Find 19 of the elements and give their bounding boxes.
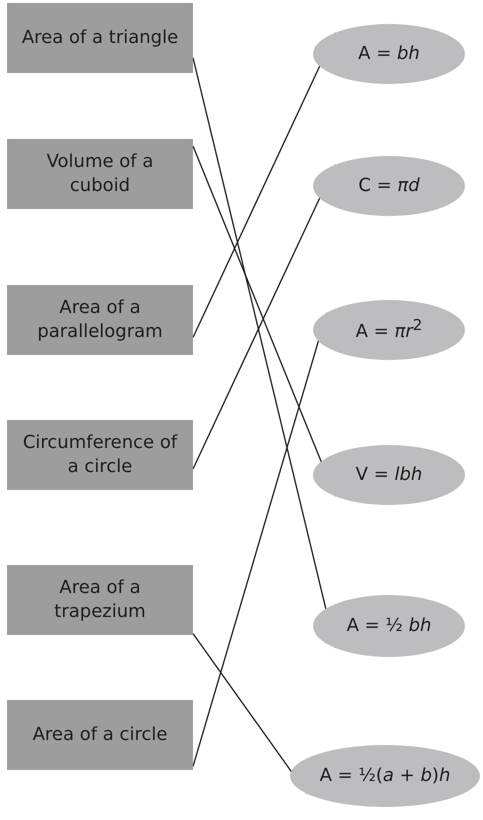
term-box bbox=[7, 700, 193, 770]
term-text: Area of a parallelogram bbox=[36, 296, 164, 344]
formula-text: A = πr$^{2}$ bbox=[356, 315, 422, 344]
term-text: Circumference of a circle bbox=[22, 430, 178, 479]
term-box bbox=[7, 139, 193, 209]
term-box bbox=[7, 420, 193, 490]
formula-text: V = lbh bbox=[356, 462, 422, 487]
term-text: Volume of a cuboid bbox=[46, 150, 154, 198]
term-text: Area of a triangle bbox=[22, 26, 178, 50]
formula-text: A = ½ bh bbox=[346, 614, 432, 638]
formula-text: C = πd bbox=[358, 174, 420, 198]
term-box bbox=[7, 3, 193, 73]
term-box bbox=[7, 285, 193, 355]
term-text: Area of a trapezium bbox=[53, 576, 147, 624]
formula-text: A = bh bbox=[358, 42, 420, 66]
formula-text: A = ½(a + b)h bbox=[320, 764, 450, 788]
term-box bbox=[7, 565, 193, 635]
connector-line bbox=[192, 312, 328, 767]
term-text: Area of a circle bbox=[32, 722, 168, 747]
